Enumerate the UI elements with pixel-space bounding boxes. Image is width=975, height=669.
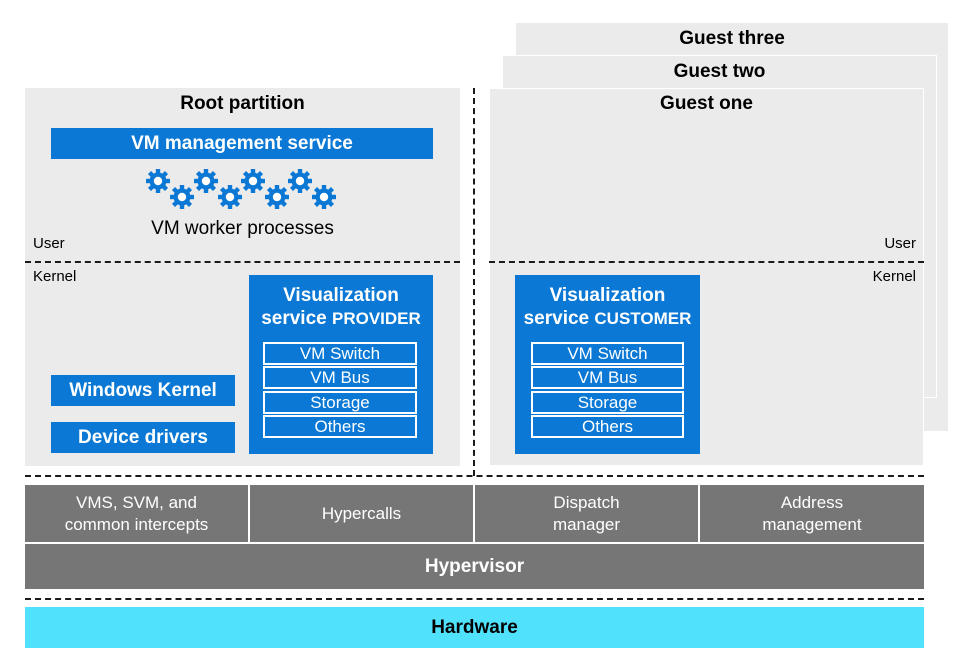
vsc-item-vm-bus: VM Bus [531,366,684,389]
vsp-title-emph: PROVIDER [332,309,421,328]
vsp-item-storage: Storage [263,391,417,414]
vsc-title-prefix: service [523,308,595,329]
guest-two-title: Guest two [673,61,766,82]
gear-icon [146,169,170,193]
vm-worker-processes-label: VM worker processes [151,218,334,239]
hv-cell-intercepts-line1: VMS, SVM, and [76,492,197,512]
hardware-bar: Hardware [25,607,924,648]
guest-one-title: Guest one [660,93,753,114]
hv-cell-address-line1: Address [780,492,844,512]
hv-cell-address: Address management [700,485,924,542]
gear-icon [218,185,242,209]
vsp-item-vm-bus: VM Bus [263,366,417,389]
vsc-title-line2: service CUSTOMER [515,307,700,330]
vm-management-service: VM management service [51,128,433,159]
hv-cell-address-line2: management [762,514,862,534]
hv-cell-dispatch-line2: manager [552,514,621,534]
vsp-item-vm-switch: VM Switch [263,342,417,365]
vsc-title-line1: Visualization [549,285,666,306]
gear-icon [288,169,312,193]
vsp-title-line2: service PROVIDER [249,307,433,330]
hv-cell-intercepts-line2: common intercepts [64,514,209,534]
vsp-title-line1: Visualization [283,285,399,306]
vsc-item-others: Others [531,415,684,438]
gear-icon [312,185,336,209]
hv-cell-dispatch: Dispatch manager [475,485,698,542]
root-user-label: User [33,235,65,252]
vsc-title-emph: CUSTOMER [594,309,692,328]
vsc-item-storage: Storage [531,391,684,414]
guest-user-label: User [884,235,916,252]
gears-graphic [146,169,336,209]
hv-cell-intercepts: VMS, SVM, and common intercepts [25,485,248,542]
device-drivers-box: Device drivers [51,422,235,453]
gear-icon [170,185,194,209]
hypervisor-bar: Hypervisor [25,544,924,589]
partition-hypervisor-divider [25,475,924,477]
hypervisor-hardware-divider [25,598,924,600]
user-kernel-divider-root [25,261,460,263]
user-kernel-divider-guest [489,261,924,263]
gear-icon [194,169,218,193]
vsp-item-others: Others [263,415,417,438]
hardware-label: Hardware [431,617,518,638]
guest-kernel-label: Kernel [872,268,916,285]
root-kernel-label: Kernel [33,268,77,285]
gear-icon [241,169,265,193]
hv-cell-hypercalls: Hypercalls [250,485,473,542]
vsp-title-prefix: service [261,308,332,329]
hypervisor-label: Hypervisor [424,555,525,577]
vsc-item-vm-switch: VM Switch [531,342,684,365]
root-partition-title: Root partition [180,93,305,114]
guest-three-title: Guest three [679,28,785,49]
hv-cell-dispatch-line1: Dispatch [553,492,620,512]
partition-divider [473,88,475,476]
windows-kernel-box: Windows Kernel [51,375,235,406]
gear-icon [265,185,289,209]
hv-cell-hypercalls-label: Hypercalls [321,503,402,523]
